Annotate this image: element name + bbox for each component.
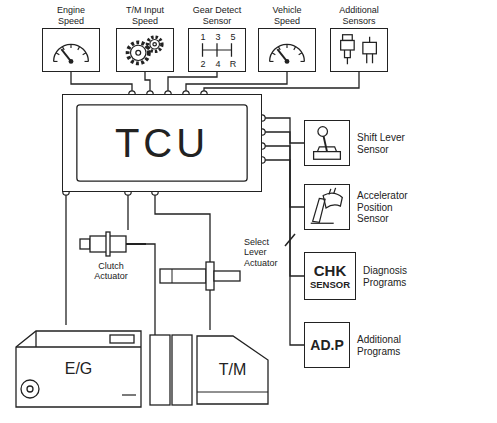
connector	[63, 189, 69, 325]
connector-line	[168, 72, 217, 94]
sensor-box: Additional Sensors	[330, 28, 388, 72]
gear-number: R	[230, 59, 237, 69]
part-label: Clutch Actuator	[86, 261, 136, 282]
part-label: Additional Programs	[357, 334, 419, 357]
gears-icon	[117, 29, 173, 71]
pedal-icon	[305, 185, 349, 229]
actuator: Clutch Actuator	[76, 230, 146, 258]
gear-number: 3	[215, 32, 220, 42]
connector-line	[65, 192, 66, 325]
transmission: T/M	[195, 330, 270, 410]
input-box: Shift Lever Sensor	[304, 120, 350, 166]
clutch-linkage	[146, 244, 155, 335]
connector-line	[71, 72, 132, 94]
gear-number: 1	[200, 32, 205, 42]
engine: E/G	[10, 325, 147, 412]
sensor-box: Engine Speed	[42, 28, 100, 72]
connector-line	[186, 72, 287, 94]
sensor-box: Gear Detect Sensor13524R	[188, 28, 246, 72]
box-label: TCU	[115, 123, 209, 163]
sensor-box: Vehicle Speed	[258, 28, 316, 72]
connector-line	[155, 192, 210, 262]
input-box: Accelerator Position Sensor	[304, 184, 350, 230]
part-label: Gear Detect Sensor	[191, 5, 243, 26]
sensor-box: T/M Input Speed	[116, 28, 174, 72]
connector-line	[262, 146, 304, 276]
sensors-icon	[331, 29, 387, 71]
gauge-icon	[259, 29, 315, 71]
connector	[210, 290, 211, 330]
box-label: E/G	[65, 359, 93, 377]
part-label: Engine Speed	[45, 5, 97, 26]
gear-number: 4	[215, 59, 220, 69]
gear-number: 5	[230, 32, 235, 42]
clutch-housing	[172, 335, 192, 405]
clutch-icon	[76, 230, 146, 258]
part-label: Vehicle Speed	[261, 5, 313, 26]
bus-slash	[285, 234, 295, 246]
connector-line	[127, 192, 128, 230]
connector-line	[204, 72, 359, 94]
connector	[152, 189, 210, 262]
connector	[259, 129, 304, 207]
part-label: Shift Lever Sensor	[357, 132, 419, 155]
part-label: Select Lever Actuator	[244, 237, 284, 268]
part-label: Additional Sensors	[333, 5, 385, 26]
part-label: T/M Input Speed	[119, 5, 171, 26]
lever-icon	[305, 121, 349, 165]
actuator: Select Lever Actuator	[160, 262, 240, 290]
connector	[125, 189, 131, 230]
connector	[259, 115, 304, 143]
box-label: CHK SENSOR	[308, 263, 352, 290]
clutch-housing	[150, 335, 170, 405]
gear-number: 2	[200, 59, 205, 69]
connector-line	[262, 118, 304, 143]
part-label: Diagnosis Programs	[363, 265, 425, 288]
gauge-icon	[43, 29, 99, 71]
box-label: T/M	[219, 361, 247, 379]
box-label: AD.P	[310, 337, 343, 353]
select-icon	[160, 262, 240, 290]
control-unit-box: TCU	[62, 94, 262, 192]
part-label: Accelerator Position Sensor	[357, 190, 419, 225]
connector-line	[262, 132, 304, 207]
connector-line	[209, 290, 210, 330]
program-box: CHK SENSORDiagnosis Programs	[304, 252, 356, 300]
connector-line	[262, 160, 304, 345]
program-box: AD.PAdditional Programs	[304, 322, 350, 368]
